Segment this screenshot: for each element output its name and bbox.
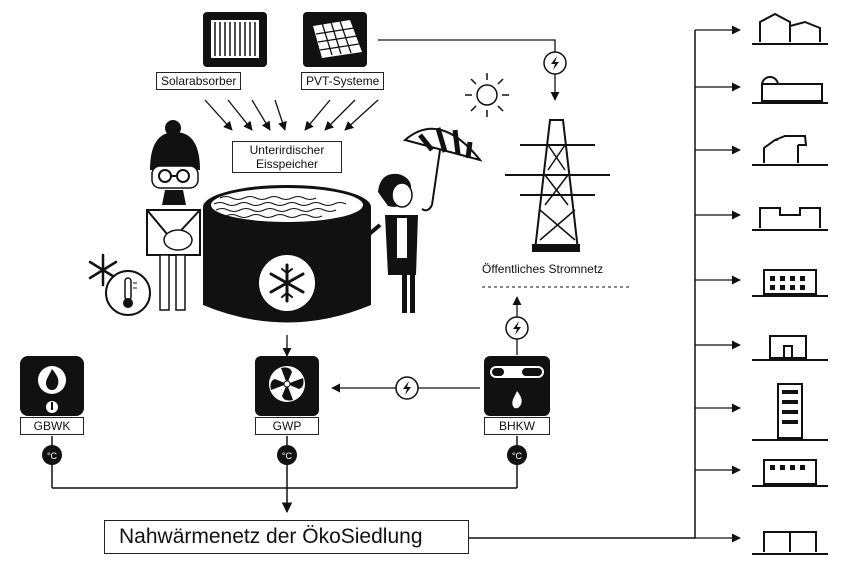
lightning-icon (395, 376, 419, 400)
nahwaerme-label: Nahwärmenetz der ÖkoSiedlung (104, 520, 469, 554)
building-icon (752, 76, 828, 104)
temperature-icon (277, 445, 297, 465)
pvt-label: PVT-Systeme (301, 72, 385, 90)
ice-storage-label-line2: Eisspeicher (255, 157, 319, 171)
snowflake-icon (88, 253, 118, 287)
lightning-icon (505, 316, 529, 340)
gbwk-unit (20, 356, 84, 416)
building-icon (752, 12, 828, 45)
building-icon (752, 531, 828, 555)
temperature-icon (42, 445, 62, 465)
bhkw-label: BHKW (484, 417, 550, 435)
lightning-icon (543, 51, 567, 75)
building-icon (752, 459, 828, 487)
fan-icon (270, 367, 304, 401)
building-icon (752, 383, 828, 441)
ice-storage-label: Unterirdischer Eisspeicher (232, 141, 342, 173)
building-icon (752, 335, 828, 361)
man-winter-figure (146, 120, 201, 311)
snowflake-icon (269, 263, 305, 303)
building-icon (752, 269, 828, 297)
gwp-label: GWP (255, 417, 319, 435)
building-icon (752, 135, 828, 166)
pvt-panel-icon (303, 12, 367, 67)
flame-icon (512, 391, 522, 409)
gwp-unit (255, 356, 319, 416)
thermometer-icon (105, 270, 151, 316)
gbwk-label: GBWK (20, 417, 84, 435)
sun-icon (465, 73, 509, 117)
flame-icon (45, 369, 59, 390)
temperature-icon (507, 445, 527, 465)
stromnetz-label: Öffentliches Stromnetz (482, 262, 604, 276)
woman-umbrella-figure (366, 127, 483, 313)
solar-absorber-icon (203, 12, 267, 67)
building-icon (752, 207, 828, 231)
bhkw-unit (484, 356, 550, 416)
solarabsorber-label: Solarabsorber (156, 72, 242, 90)
power-pylon-icon (505, 119, 610, 252)
ice-storage-tank (203, 185, 371, 323)
ice-storage-label-line1: Unterirdischer (249, 143, 325, 157)
